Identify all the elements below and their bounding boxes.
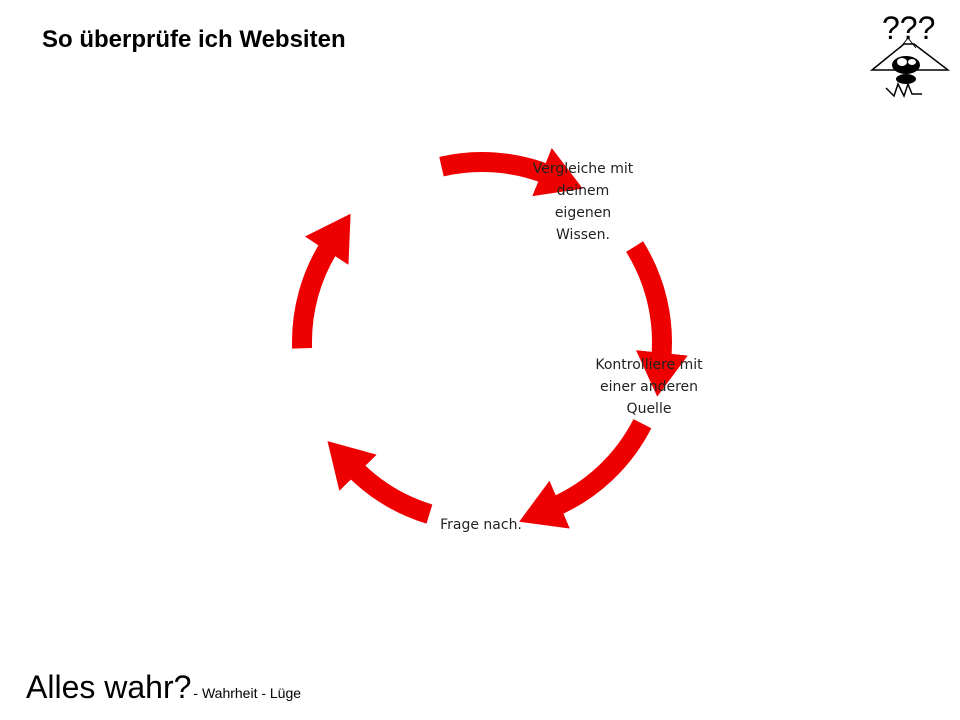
mascot-hat [869, 43, 951, 71]
mascot-mouth [896, 74, 916, 84]
cycle-node-ask: Frage nach. [440, 517, 522, 533]
mascot-eye-right [908, 59, 916, 65]
mascot-drawing [869, 37, 951, 98]
cycle-arrow-2 [626, 241, 688, 397]
cycle-arrow-3 [519, 419, 652, 529]
footer-main: Alles wahr? [26, 669, 192, 705]
mascot-question-marks: ??? [882, 10, 936, 46]
footer: Alles wahr?- Wahrheit - Lüge [26, 669, 301, 706]
cycle-arrow-5 [292, 213, 351, 349]
cycle-arrow-1 [439, 147, 583, 197]
mascot-legs [885, 81, 922, 98]
cycle-arrow-4 [327, 441, 433, 524]
slide-title: So überprüfe ich Websiten [42, 26, 346, 53]
mascot-eye-left [897, 58, 907, 66]
cycle-node-check-other-source: Kontrolliere mit einer anderen Quelle [595, 357, 703, 417]
cycle-node-compare-knowledge: Vergleiche mit deinem eigenen Wissen. [532, 161, 634, 243]
mascot-peak [899, 37, 917, 49]
question-mascot-icon: ??? [860, 8, 960, 103]
footer-sub: - Wahrheit - Lüge [193, 685, 302, 701]
